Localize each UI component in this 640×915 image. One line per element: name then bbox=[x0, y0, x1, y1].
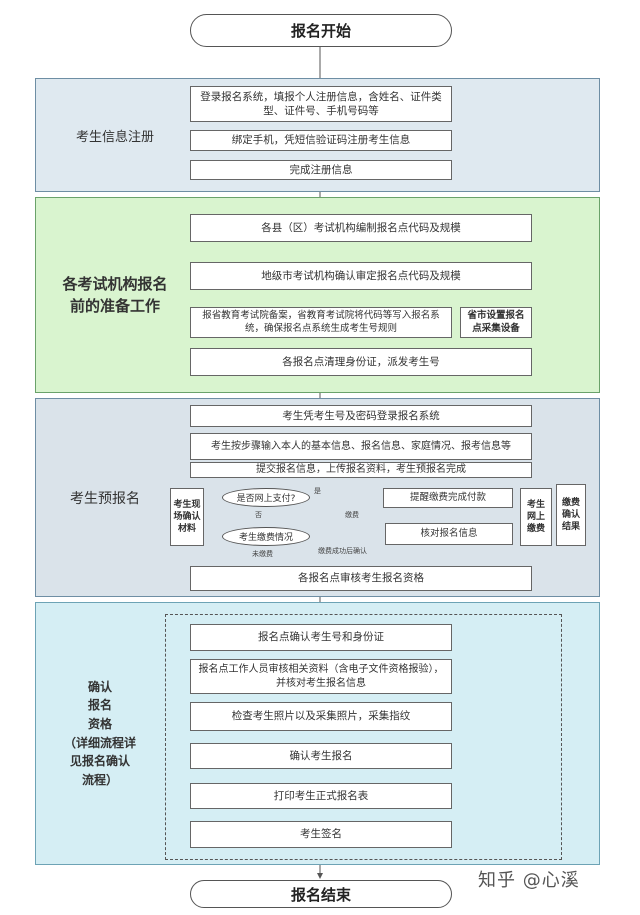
start-terminal: 报名开始 bbox=[190, 14, 452, 47]
tiny-label-paid: 缴费 bbox=[345, 511, 359, 519]
stage-pre-registration-label: 考生预报名 bbox=[70, 490, 140, 507]
step-verify-info: 核对报名信息 bbox=[385, 523, 513, 545]
step-login-register: 登录报名系统，填报个人注册信息，含姓名、证件类型、证件号、手机号码等 bbox=[190, 86, 452, 122]
step-province-record: 报省教育考试院备案，省教育考试院将代码等写入报名系统，确保报名点系统生成考生号规… bbox=[190, 307, 452, 338]
tiny-label-confirm-after-pay: 缴费成功后确认 bbox=[318, 547, 367, 555]
side-payment-result: 缴费确认结果 bbox=[556, 484, 586, 546]
step-bind-phone: 绑定手机，凭短信验证码注册考生信息 bbox=[190, 130, 452, 151]
step-fill-info: 考生按步骤输入本人的基本信息、报名信息、家庭情况、报考信息等 bbox=[190, 433, 532, 460]
decision-online-payment: 是否网上支付? bbox=[222, 488, 310, 507]
tiny-label-unpaid: 未缴费 bbox=[252, 550, 273, 558]
stage-confirm-qualification-label: 确认 报名 资格 （详细流程详 见报名确认 流程） bbox=[63, 679, 136, 787]
step-confirm-registration: 确认考生报名 bbox=[190, 743, 452, 769]
side-onsite-material: 考生现场确认材料 bbox=[170, 488, 204, 546]
tiny-label-no: 否 bbox=[255, 511, 262, 519]
step-submit-info: 提交报名信息，上传报名资料，考生预报名完成 bbox=[190, 462, 532, 478]
end-terminal: 报名结束 bbox=[190, 880, 452, 908]
step-city-equipment: 省市设置报名点采集设备 bbox=[460, 307, 532, 338]
watermark: 知乎 @心溪 bbox=[478, 870, 580, 891]
step-photo-fingerprint: 检查考生照片以及采集照片，采集指纹 bbox=[190, 702, 452, 731]
stage-preparation-label: 各考试机构报名 前的准备工作 bbox=[62, 274, 168, 316]
step-review-qualification: 各报名点审核考生报名资格 bbox=[190, 566, 532, 591]
step-issue-id: 各报名点清理身份证，派发考生号 bbox=[190, 348, 532, 376]
tiny-label-yes: 是 bbox=[314, 487, 321, 495]
decision-payment-status: 考生缴费情况 bbox=[222, 527, 310, 546]
step-payment-reminder: 提醒缴费完成付款 bbox=[383, 488, 513, 508]
stage-registration-label: 考生信息注册 bbox=[75, 129, 154, 145]
step-complete-registration: 完成注册信息 bbox=[190, 160, 452, 180]
step-print-form: 打印考生正式报名表 bbox=[190, 783, 452, 809]
confirm-dashed-frame bbox=[165, 614, 562, 860]
end-label: 报名结束 bbox=[290, 885, 351, 904]
side-online-payment: 考生网上缴费 bbox=[520, 488, 552, 546]
step-check-id: 报名点确认考生号和身份证 bbox=[190, 624, 452, 651]
step-candidate-login: 考生凭考生号及密码登录报名系统 bbox=[190, 405, 532, 427]
step-staff-review: 报名点工作人员审核相关资料（含电子文件资格报验），并核对考生报名信息 bbox=[190, 659, 452, 694]
step-county-code: 各县（区）考试机构编制报名点代码及规模 bbox=[190, 214, 532, 242]
start-label: 报名开始 bbox=[290, 22, 351, 40]
step-city-confirm: 地级市考试机构确认审定报名点代码及规模 bbox=[190, 262, 532, 290]
step-candidate-sign: 考生签名 bbox=[190, 821, 452, 848]
